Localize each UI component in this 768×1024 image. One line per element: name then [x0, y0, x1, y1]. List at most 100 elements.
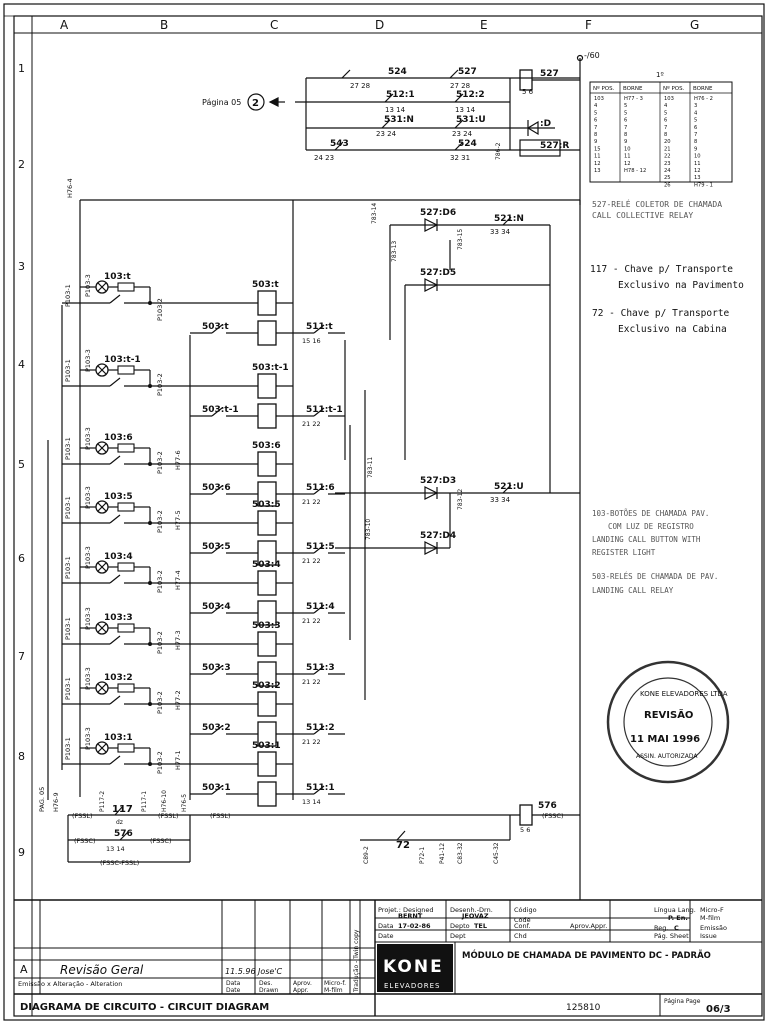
table-cell: 5 [594, 110, 597, 116]
table-cell: 21 [664, 146, 671, 152]
collector-diode-label: 527:D3 [420, 476, 456, 486]
wire-label-p1: P103-1 [64, 359, 72, 382]
stamp-bottom: ASSIN. AUTORIZADA [636, 753, 698, 760]
relay-527-pins: 5 6 [522, 88, 534, 96]
wire-label-p3: P103-3 [84, 607, 92, 630]
h76-5-label: H76-5 [181, 794, 188, 812]
btn-desc-1: 103-BOTÕES DE CHAMADA PAV. [592, 509, 709, 518]
contact-511-pins: 21 22 [302, 617, 321, 625]
button-contact [109, 635, 121, 645]
relay-576-pins: 5 6 [520, 826, 530, 834]
rev-col-2: Date [226, 987, 241, 994]
wire-label-h77: H77-2 [174, 690, 182, 710]
notes: 527-RELÉ COLETOR DE CHAMADA CALL COLLECT… [590, 198, 744, 595]
rev-col-5: Aprov. [293, 980, 312, 987]
resistor-icon [117, 743, 135, 753]
desenho-value: JEOVAZ [461, 912, 489, 920]
relay-label: 503:6 [252, 441, 281, 451]
table-cell: 24 [664, 168, 671, 174]
table-cell: 11 [624, 154, 631, 160]
relay-coil-icon [257, 510, 277, 536]
page-ref-label: Página 05 [202, 98, 241, 107]
table-cell: H77 - 3 [624, 96, 643, 102]
pag-label: PAG. 05 [38, 787, 46, 812]
wire-label-p2: P103-2 [156, 510, 164, 533]
emissao-value: Issue [700, 932, 717, 940]
collector-diode-label: 527:D4 [420, 531, 456, 541]
contact-511-pins: 21 22 [302, 738, 321, 746]
contact-511-label: 511:t-1 [306, 405, 343, 415]
contact-511-pins: 15 16 [302, 337, 321, 345]
projeto-value: BERNT [398, 912, 423, 920]
fssc-fssl-label: (FSSC-FSSL) [100, 859, 139, 867]
revision-letter: A [20, 963, 28, 976]
table-cell: 7 [594, 125, 597, 131]
contact-511-label: 511:3 [306, 663, 335, 673]
note-72-b: Exclusivo na Cabina [618, 324, 727, 335]
grid-row-label: 6 [18, 552, 25, 565]
table-cell: 22 [664, 154, 671, 160]
table-col-header: BORNE [623, 86, 643, 92]
micro-label: Micro-F [700, 906, 724, 914]
contact-511-pins: 21 22 [302, 498, 321, 506]
rev-col-8: M-film [324, 987, 343, 994]
table-cell: 6 [624, 118, 627, 124]
wire-label-p2: P103-2 [156, 570, 164, 593]
relay-coil-icon [257, 781, 277, 807]
grid-row-label: 3 [18, 260, 25, 273]
grid-row-label: 5 [18, 458, 25, 471]
top-circuit [247, 54, 584, 205]
lamp-cross [97, 683, 107, 693]
contact-511-pins: 21 22 [302, 557, 321, 565]
top-contact-id: 543 [330, 139, 349, 149]
lamp-cross [97, 282, 107, 292]
aprov-label: Aprov.Appr. [570, 922, 607, 930]
bottom-circuit [67, 804, 580, 863]
resistor-icon [117, 683, 135, 693]
wire-label-p3: P103-3 [84, 546, 92, 569]
fssl-label-3: (FSSL) [210, 812, 231, 820]
wire-label-h77: H77-4 [174, 570, 182, 590]
cab-wire-label: C89-2 [363, 846, 370, 864]
resistor-icon [117, 443, 135, 453]
contact-576-label: 576 [114, 829, 133, 839]
relay-coil-icon [257, 320, 277, 346]
relay-contact-label: 503:2 [202, 723, 231, 733]
cab-wire-label: P72-1 [419, 847, 426, 864]
resistor-icon [117, 365, 135, 375]
rev-col-1: Data [226, 980, 241, 987]
drawing-number: 125810 [566, 1003, 601, 1013]
dept-label: Dept [450, 932, 466, 940]
table-cell: 6 [664, 118, 667, 124]
table-cell: 13 [694, 175, 701, 181]
relay-label: 503:t-1 [252, 363, 289, 373]
note-72-a: 72 - Chave p/ Transporte [592, 308, 730, 319]
grid-row-label: 7 [18, 650, 25, 663]
relay-527-label: 527 [540, 69, 559, 79]
cab-wire-label: C45-32 [493, 842, 500, 864]
wire-label-p2: P103-2 [156, 751, 164, 774]
table-cell: 7 [694, 132, 697, 138]
date-label: Date [378, 932, 394, 940]
title-block-text: Projet.: Designed BERNT Desenh.-Drn. JEO… [18, 906, 731, 1015]
table-header-num: 1º [656, 71, 664, 79]
button-contact [109, 455, 121, 465]
wire-label-p2: P103-2 [156, 451, 164, 474]
pag-label: Pág. Sheet [654, 932, 689, 940]
wire-label-p2: P103-2 [156, 631, 164, 654]
contact-511-label: 511:6 [306, 483, 335, 493]
wire-label-p1: P103-1 [64, 677, 72, 700]
depto-label: Depto [450, 922, 470, 930]
projeto-label: Projet.: Designed [378, 906, 434, 914]
grid-row-label: 2 [18, 158, 25, 171]
button-contact [109, 755, 121, 765]
top-contact-id: 512:1 [386, 90, 415, 100]
contact-511 [313, 725, 325, 735]
wire-label-p1: P103-1 [64, 617, 72, 640]
p117-1-label: P117-1 [141, 791, 148, 812]
